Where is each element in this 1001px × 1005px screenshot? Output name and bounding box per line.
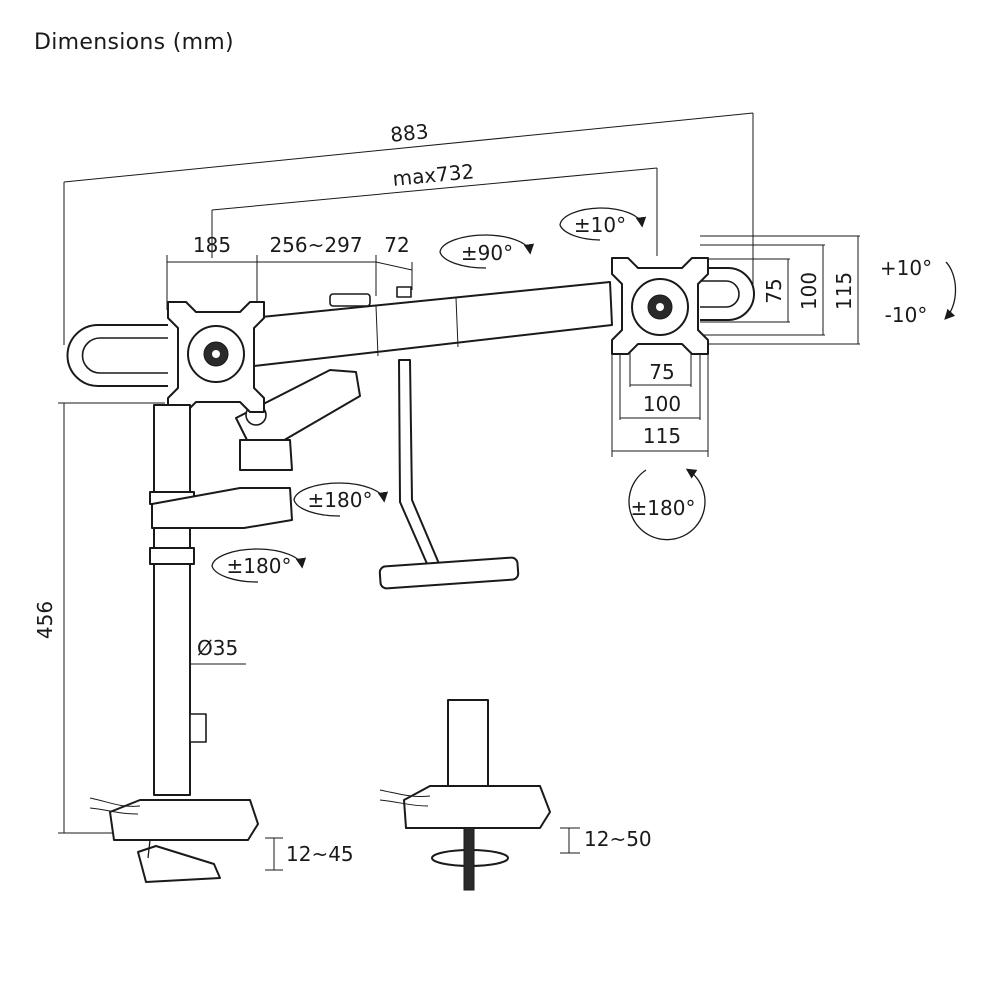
dim-12-45-label: 12~45 xyxy=(286,842,354,866)
dimension-pole-height: 456 xyxy=(33,402,165,834)
dim-72-label: 72 xyxy=(384,233,409,257)
rot-90-label: ±90° xyxy=(461,241,513,265)
rot-elbow-label: ±180° xyxy=(308,488,373,512)
elbow-joint xyxy=(239,439,293,471)
grommet-bolt xyxy=(463,827,475,891)
vesa-v-75-label: 75 xyxy=(762,278,786,303)
rot-plus10-label: +10° xyxy=(880,256,932,280)
right-vesa-plate xyxy=(611,257,709,355)
rotation-tilt-small: ±10° xyxy=(559,207,647,241)
left-handle-inner xyxy=(81,337,168,374)
pole-collar-lower xyxy=(149,547,195,565)
rotation-plate-180: ±180° xyxy=(628,468,706,541)
arm-joint-cap xyxy=(329,293,371,307)
vesa-h-100-label: 100 xyxy=(643,392,681,416)
pole-arm-bracket xyxy=(151,487,293,529)
rotation-elbow-180: ±180° xyxy=(293,482,389,517)
rotation-collar-180: ±180° xyxy=(211,548,307,583)
vesa-h-75-label: 75 xyxy=(649,360,674,384)
dimension-clamp-range: 12~45 xyxy=(265,837,354,871)
dim-456-label: 456 xyxy=(33,601,57,639)
rot-plate-label: ±180° xyxy=(631,496,696,520)
clamp-base xyxy=(109,799,259,841)
dimension-total-width: 883 xyxy=(63,112,754,345)
rotation-swivel-90: ±90° xyxy=(439,234,535,269)
dimension-arm-segments: 185 256~297 72 xyxy=(166,233,413,318)
vesa-v-115-label: 115 xyxy=(832,272,856,310)
main-arm xyxy=(251,281,613,367)
rot-collar-label: ±180° xyxy=(227,554,292,578)
grommet-pole xyxy=(447,699,489,801)
grommet-drop-arm xyxy=(398,359,441,567)
grommet-base xyxy=(403,785,551,829)
drawing-title: Dimensions (mm) xyxy=(34,30,234,55)
clamp-foot xyxy=(137,845,221,883)
pole xyxy=(153,404,191,796)
dim-diameter-label: Ø35 xyxy=(197,636,238,660)
grommet-crossbar xyxy=(378,556,520,590)
dim-256-297-label: 256~297 xyxy=(269,233,362,257)
rot-10-label: ±10° xyxy=(574,213,626,237)
rot-minus10-label: -10° xyxy=(885,303,928,327)
dimension-vesa-vertical: 75 100 115 xyxy=(700,235,860,345)
dimension-vesa-horizontal: 75 100 115 xyxy=(611,345,709,457)
arm-post xyxy=(396,286,412,298)
dim-883-label: 883 xyxy=(389,119,429,147)
rotation-tilt-plate: +10° -10° xyxy=(880,256,957,327)
dim-185-label: 185 xyxy=(193,233,231,257)
left-vesa-plate xyxy=(167,301,265,413)
cable-clip xyxy=(189,713,207,743)
right-handle-inner xyxy=(700,280,740,308)
vesa-v-100-label: 100 xyxy=(797,272,821,310)
dimension-grommet-range: 12~50 xyxy=(560,827,652,854)
dim-12-50-label: 12~50 xyxy=(584,827,652,851)
vesa-h-115-label: 115 xyxy=(643,424,681,448)
